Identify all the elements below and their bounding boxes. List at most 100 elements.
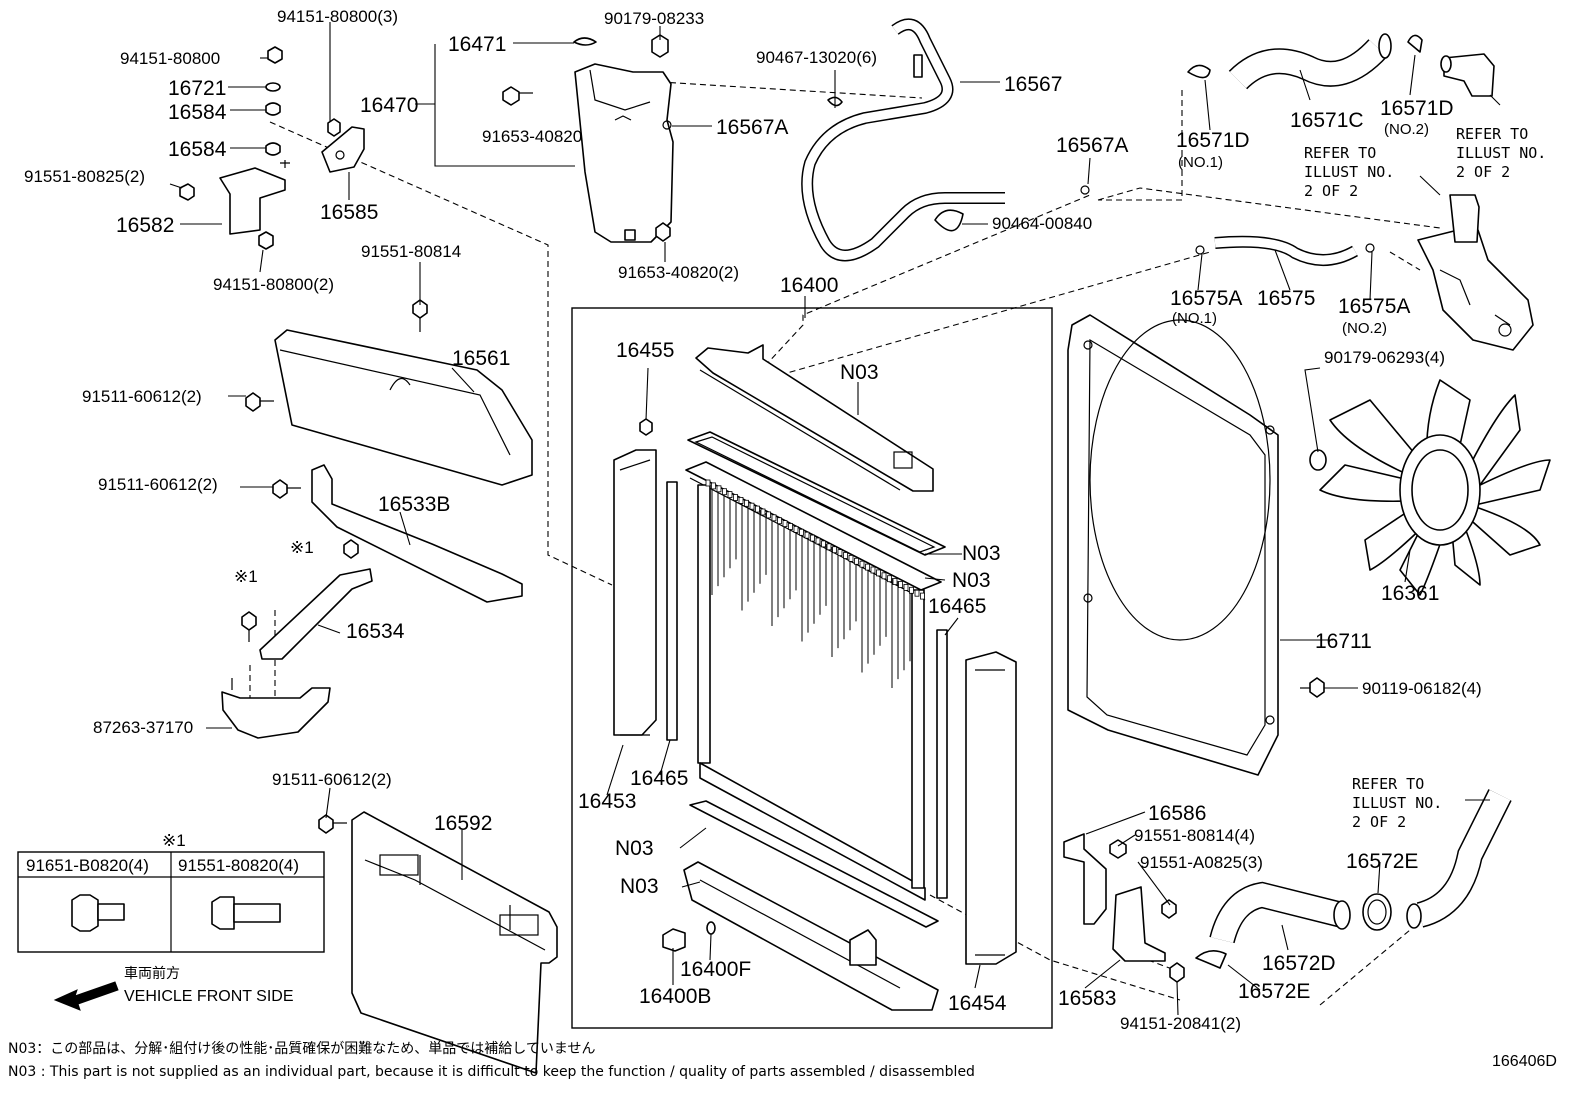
header-tooth xyxy=(782,520,788,527)
header-tooth xyxy=(909,586,914,594)
label-91653-40820: 91653-40820 xyxy=(482,127,582,146)
refer-illust-notes: REFER TO ILLUST NO. 2 OF 2 REFER TO ILLU… xyxy=(1304,125,1546,831)
label-16583: 16583 xyxy=(1058,987,1116,1010)
header-tooth xyxy=(914,589,920,597)
header-tooth xyxy=(738,496,744,504)
label-16721: 16721 xyxy=(168,77,226,100)
label-16400B: 16400B xyxy=(639,985,711,1008)
label-16567: 16567 xyxy=(1004,73,1062,96)
label-16470: 16470 xyxy=(360,94,418,117)
header-tooth xyxy=(716,485,722,493)
label-16571C: 16571C xyxy=(1290,109,1364,132)
radiator-assembly-box xyxy=(571,307,1053,1029)
header-tooth xyxy=(887,575,892,583)
label-16567A-a: 16567A xyxy=(716,116,788,139)
header-tooth xyxy=(727,491,733,499)
label-16571D-b-sub: (NO.2) xyxy=(1384,121,1429,138)
header-tooth xyxy=(799,528,804,536)
label-87263-37170: 87263-37170 xyxy=(93,718,193,737)
upper-hoses xyxy=(1187,33,1495,97)
label-16572E-a: 16572E xyxy=(1346,850,1418,873)
header-tooth xyxy=(760,508,766,516)
overflow-hose xyxy=(801,18,1090,262)
leader-lines xyxy=(169,22,1501,1016)
header-tooth xyxy=(865,563,870,571)
header-tooth xyxy=(804,531,810,539)
label-16575A-b-sub: (NO.2) xyxy=(1342,320,1387,337)
support-braces xyxy=(221,464,523,739)
label-16455: 16455 xyxy=(616,339,674,362)
label-91511-60612-2-c: 91511-60612(2) xyxy=(272,770,392,789)
header-tooth xyxy=(848,555,854,562)
label-16571D-a: 16571D xyxy=(1176,129,1250,152)
label-91551-A0825-3: 91551-A0825(3) xyxy=(1140,853,1263,872)
label-16400F: 16400F xyxy=(680,958,751,981)
label-90464-00840: 90464-00840 xyxy=(992,214,1092,233)
label-16453: 16453 xyxy=(578,790,636,813)
lower-brackets xyxy=(1063,833,1185,983)
header-tooth xyxy=(815,537,821,545)
label-N03-e: N03 xyxy=(620,875,659,898)
header-tooth xyxy=(837,549,843,556)
label-16454: 16454 xyxy=(948,992,1007,1015)
header-tooth xyxy=(733,494,738,501)
front-side-jp: 車両前方 xyxy=(124,965,180,982)
label-mark1-b: ※1 xyxy=(234,567,258,586)
header-tooth xyxy=(870,566,876,574)
header-tooth xyxy=(771,514,777,522)
label-90119-06182-4: 90119-06182(4) xyxy=(1362,679,1482,698)
lower-hoses xyxy=(1195,789,1512,969)
label-N03-a: N03 xyxy=(840,361,879,384)
ref-mid-line1: REFER TO xyxy=(1304,144,1376,162)
label-16567A-b: 16567A xyxy=(1056,134,1128,157)
label-mark1-c: ※1 xyxy=(162,831,186,850)
label-16592: 16592 xyxy=(434,812,492,835)
label-16572D: 16572D xyxy=(1262,952,1336,975)
label-16465-a: 16465 xyxy=(928,595,986,618)
ref-top-right-line1: REFER TO xyxy=(1456,125,1528,143)
label-16585: 16585 xyxy=(320,201,378,224)
reserve-tank xyxy=(502,34,674,243)
header-tooth xyxy=(793,526,799,533)
header-tooth xyxy=(881,572,887,580)
bypass-hose xyxy=(1195,235,1375,267)
label-16586: 16586 xyxy=(1148,802,1206,825)
label-91551-80814: 91551-80814 xyxy=(361,242,461,261)
radiator-cover xyxy=(245,299,533,486)
header-tooth xyxy=(832,546,837,554)
label-16575A-a: 16575A xyxy=(1170,287,1242,310)
header-tooth xyxy=(920,592,925,600)
header-tooth xyxy=(843,552,848,559)
lower-cover xyxy=(318,811,558,1074)
label-16582: 16582 xyxy=(116,214,174,237)
vehicle-front-arrow xyxy=(53,981,119,1011)
label-90179-08233: 90179-08233 xyxy=(604,9,704,28)
header-tooth xyxy=(903,584,909,591)
label-N03-d: N03 xyxy=(615,837,654,860)
header-tooth xyxy=(810,534,815,542)
header-tooth xyxy=(711,482,716,490)
cooling-fan xyxy=(1309,379,1551,596)
label-16584-b: 16584 xyxy=(168,138,227,161)
bolt-legend-table xyxy=(17,851,325,953)
ref-mid-line3: 2 OF 2 xyxy=(1304,182,1358,200)
label-N03-b: N03 xyxy=(962,542,1001,565)
ref-bottom-right-line1: REFER TO xyxy=(1352,775,1424,793)
label-16465-b: 16465 xyxy=(630,767,688,790)
header-tooth xyxy=(826,543,832,551)
header-tooth xyxy=(892,578,898,585)
label-90467-13020-6: 90467-13020(6) xyxy=(756,48,877,67)
front-side-en: VEHICLE FRONT SIDE xyxy=(124,988,294,1005)
label-16471: 16471 xyxy=(448,33,506,56)
label-91551-80825-2: 91551-80825(2) xyxy=(24,167,145,186)
label-16711: 16711 xyxy=(1315,630,1372,653)
header-tooth xyxy=(749,502,755,510)
ref-bottom-right-line3: 2 OF 2 xyxy=(1352,813,1406,831)
header-tooth xyxy=(777,517,782,525)
fan-shroud xyxy=(1067,314,1325,776)
label-16575: 16575 xyxy=(1257,287,1315,310)
label-16361: 16361 xyxy=(1381,582,1439,605)
label-91511-60612-2-a: 91511-60612(2) xyxy=(82,387,202,406)
header-tooth xyxy=(755,505,760,513)
